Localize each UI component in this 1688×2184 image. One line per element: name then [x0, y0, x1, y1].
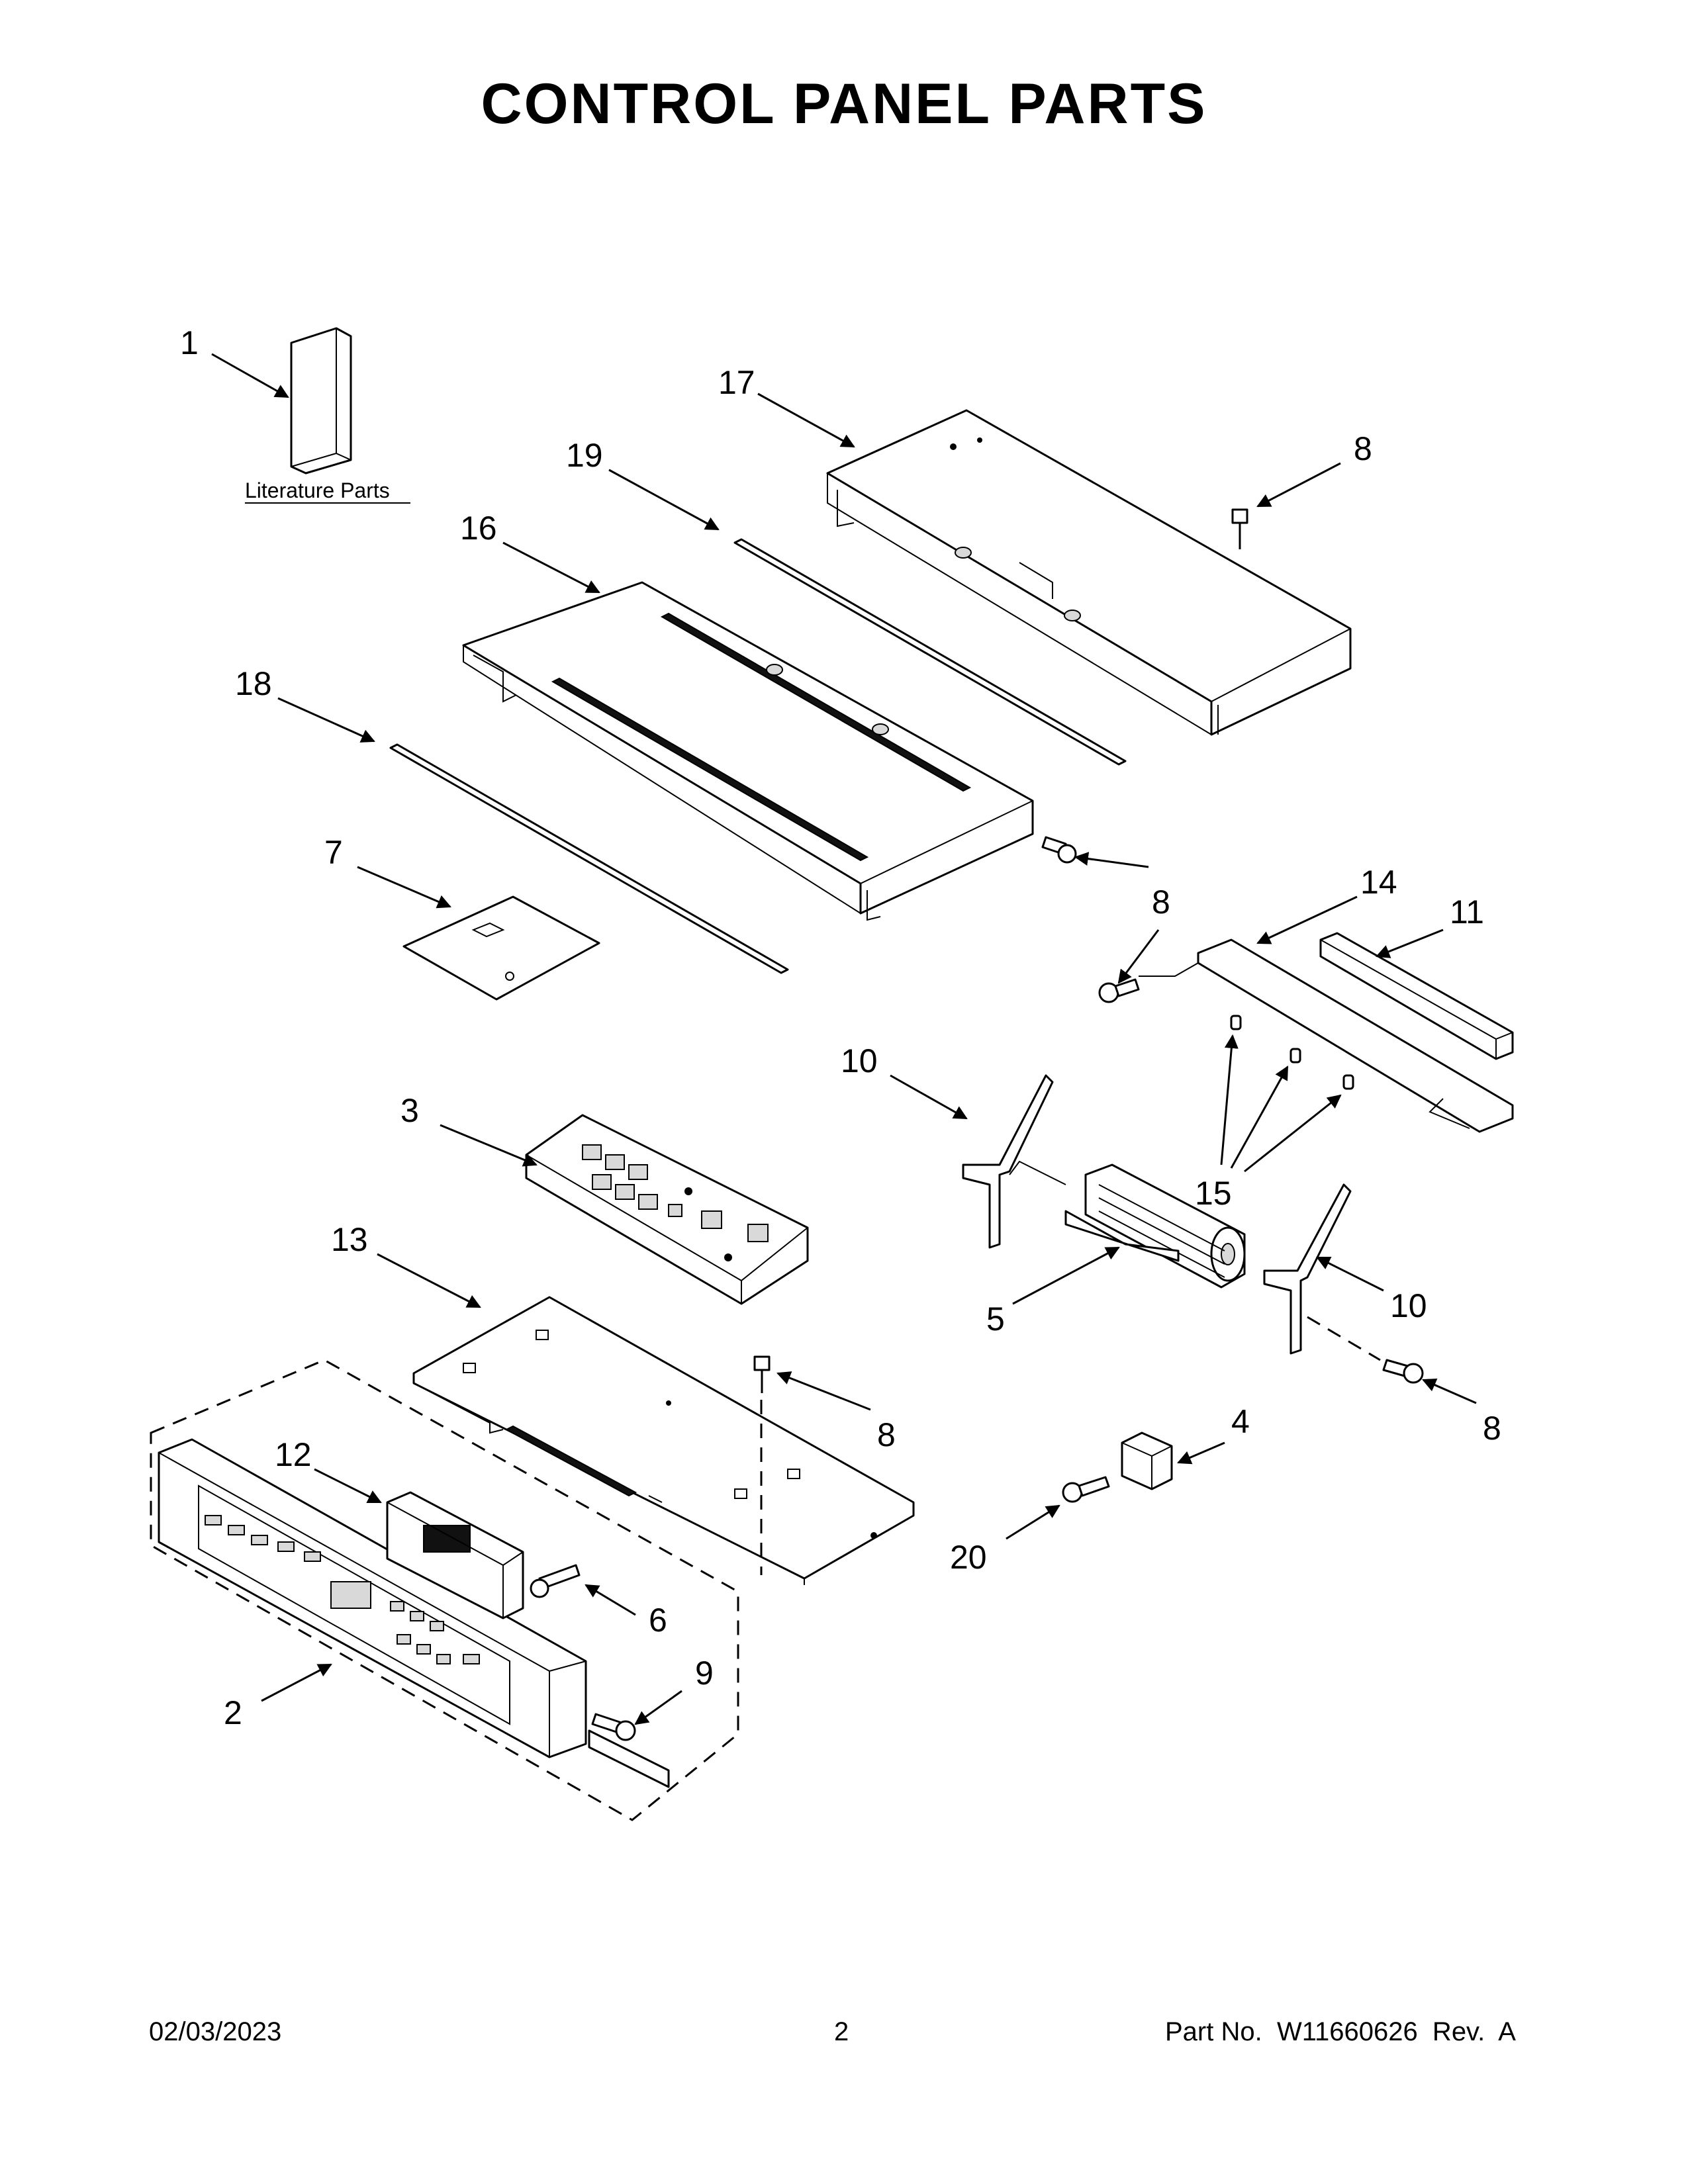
gasket-strip-part-19: [733, 538, 1127, 766]
screw-part-8-right: [1382, 1359, 1424, 1384]
control-board-part-3: [525, 1114, 809, 1305]
screw-part-6: [530, 1564, 581, 1598]
cooling-fan-part-5: [1009, 1160, 1246, 1289]
screw-part-8-housing: [1041, 836, 1077, 864]
bracket-part-14: [1139, 938, 1514, 1133]
control-housing-part-16: [462, 581, 1034, 921]
callout-10-left: 10: [841, 1042, 878, 1079]
screw-part-8-plate: [753, 1355, 771, 1393]
callout-11: 11: [1450, 893, 1484, 931]
callout-14: 14: [1360, 864, 1397, 901]
callout-5: 5: [986, 1300, 1005, 1338]
footer-date: 02/03/2023: [149, 2017, 282, 2046]
screw-part-20: [1062, 1476, 1110, 1503]
callout-18: 18: [235, 665, 272, 702]
footer-part-number: Part No. W11660626 Rev. A: [1165, 2017, 1516, 2046]
hinge-bracket-part-10-right: [1263, 1183, 1352, 1355]
callout-8-right: 8: [1483, 1410, 1501, 1447]
callout-4: 4: [1231, 1403, 1250, 1440]
literature-parts-label: Literature Parts: [245, 478, 390, 502]
callout-leaders: [211, 353, 1477, 1725]
callout-16: 16: [460, 510, 497, 547]
callout-1: 1: [180, 324, 199, 361]
trim-strip-part-11: [1319, 932, 1514, 1060]
callout-9: 9: [695, 1655, 714, 1692]
callout-2: 2: [224, 1694, 242, 1731]
callout-8-plate: 8: [877, 1416, 896, 1453]
callout-15: 15: [1195, 1175, 1232, 1212]
terminal-block-part-4: [1121, 1432, 1173, 1490]
callout-3: 3: [400, 1092, 419, 1129]
callout-6: 6: [649, 1602, 667, 1639]
footer-page-number: 2: [834, 2017, 849, 2046]
callout-13: 13: [331, 1221, 368, 1258]
callout-20: 20: [950, 1539, 987, 1576]
console-panel-part-2: [158, 1438, 670, 1788]
display-board-part-12: [386, 1491, 524, 1619]
callout-17: 17: [718, 364, 755, 401]
top-cover-part-17: [826, 409, 1352, 736]
screw-part-8-top: [1231, 508, 1248, 549]
mounting-plate-part-13: [412, 1296, 915, 1585]
fasteners-part-15: [1230, 1015, 1354, 1090]
callout-8-top: 8: [1354, 430, 1372, 467]
gasket-strip-part-18: [389, 743, 789, 974]
callout-10-right: 10: [1390, 1287, 1427, 1324]
callout-7: 7: [324, 834, 343, 871]
screw-part-8-bracket: [1098, 978, 1140, 1003]
callout-19: 19: [566, 437, 603, 474]
screw-part-9: [591, 1713, 636, 1741]
callout-12: 12: [275, 1436, 312, 1473]
hinge-bracket-part-10-left: [962, 1074, 1054, 1249]
literature-booklet: [290, 327, 352, 475]
callout-8-housing: 8: [1152, 884, 1170, 921]
insulation-plate-part-7: [402, 895, 600, 1001]
page-title: CONTROL PANEL PARTS: [481, 72, 1207, 136]
